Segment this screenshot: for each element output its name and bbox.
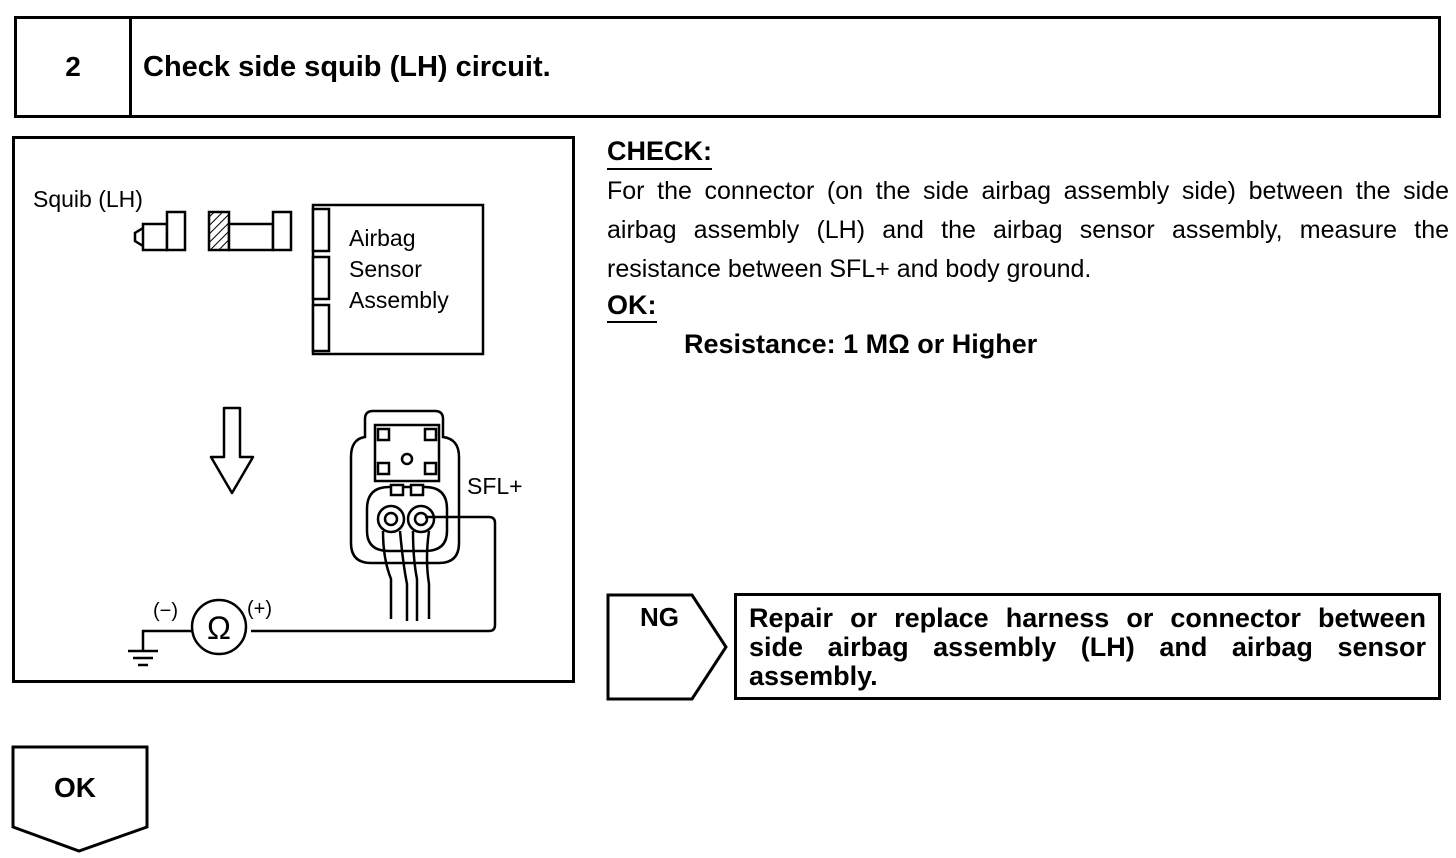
connector-pair-icon xyxy=(207,210,293,252)
sensor-label-line2: Sensor xyxy=(349,256,422,282)
check-heading: CHECK: xyxy=(607,134,712,170)
positive-lead-label: (+) xyxy=(247,598,272,620)
ng-arrow-icon xyxy=(606,593,728,701)
step-number: 2 xyxy=(17,19,132,115)
harness-wires-icon xyxy=(381,530,431,621)
ground-symbol-icon xyxy=(128,649,158,667)
wiring-diagram: Squib (LH) Airbag Sensor Assembly xyxy=(12,136,575,683)
negative-lead-label: (−) xyxy=(153,600,178,622)
sensor-label-line1: Airbag xyxy=(349,225,415,251)
down-arrow-icon xyxy=(209,406,255,495)
airbag-sensor-assembly-icon xyxy=(311,203,485,356)
ok-branch-label: OK xyxy=(54,772,96,803)
step-header: 2 Check side squib (LH) circuit. xyxy=(14,16,1441,118)
connector-front-view-icon xyxy=(349,409,461,565)
check-section: CHECK: For the connector (on the side ai… xyxy=(607,134,1449,364)
ng-repair-action: Repair or replace harness or connector b… xyxy=(734,593,1441,700)
step-title: Check side squib (LH) circuit. xyxy=(143,50,551,83)
probe-wire xyxy=(251,515,497,633)
squib-plug-icon xyxy=(133,210,187,252)
ok-heading: OK: xyxy=(607,289,657,323)
ground-wire xyxy=(141,629,192,651)
check-instructions: For the connector (on the side airbag as… xyxy=(607,177,1449,283)
sfl-plus-label: SFL+ xyxy=(467,473,523,499)
ohmmeter-icon: Ω xyxy=(190,598,248,656)
squib-label: Squib (LH) xyxy=(33,186,143,212)
ohm-symbol: Ω xyxy=(207,610,231,646)
diagram-illustration: Squib (LH) Airbag Sensor Assembly xyxy=(33,186,523,667)
ok-arrow-icon xyxy=(11,745,149,853)
ng-label: NG xyxy=(640,602,679,632)
ok-specification: Resistance: 1 MΩ or Higher xyxy=(684,329,1038,359)
sensor-label-line3: Assembly xyxy=(349,287,449,313)
